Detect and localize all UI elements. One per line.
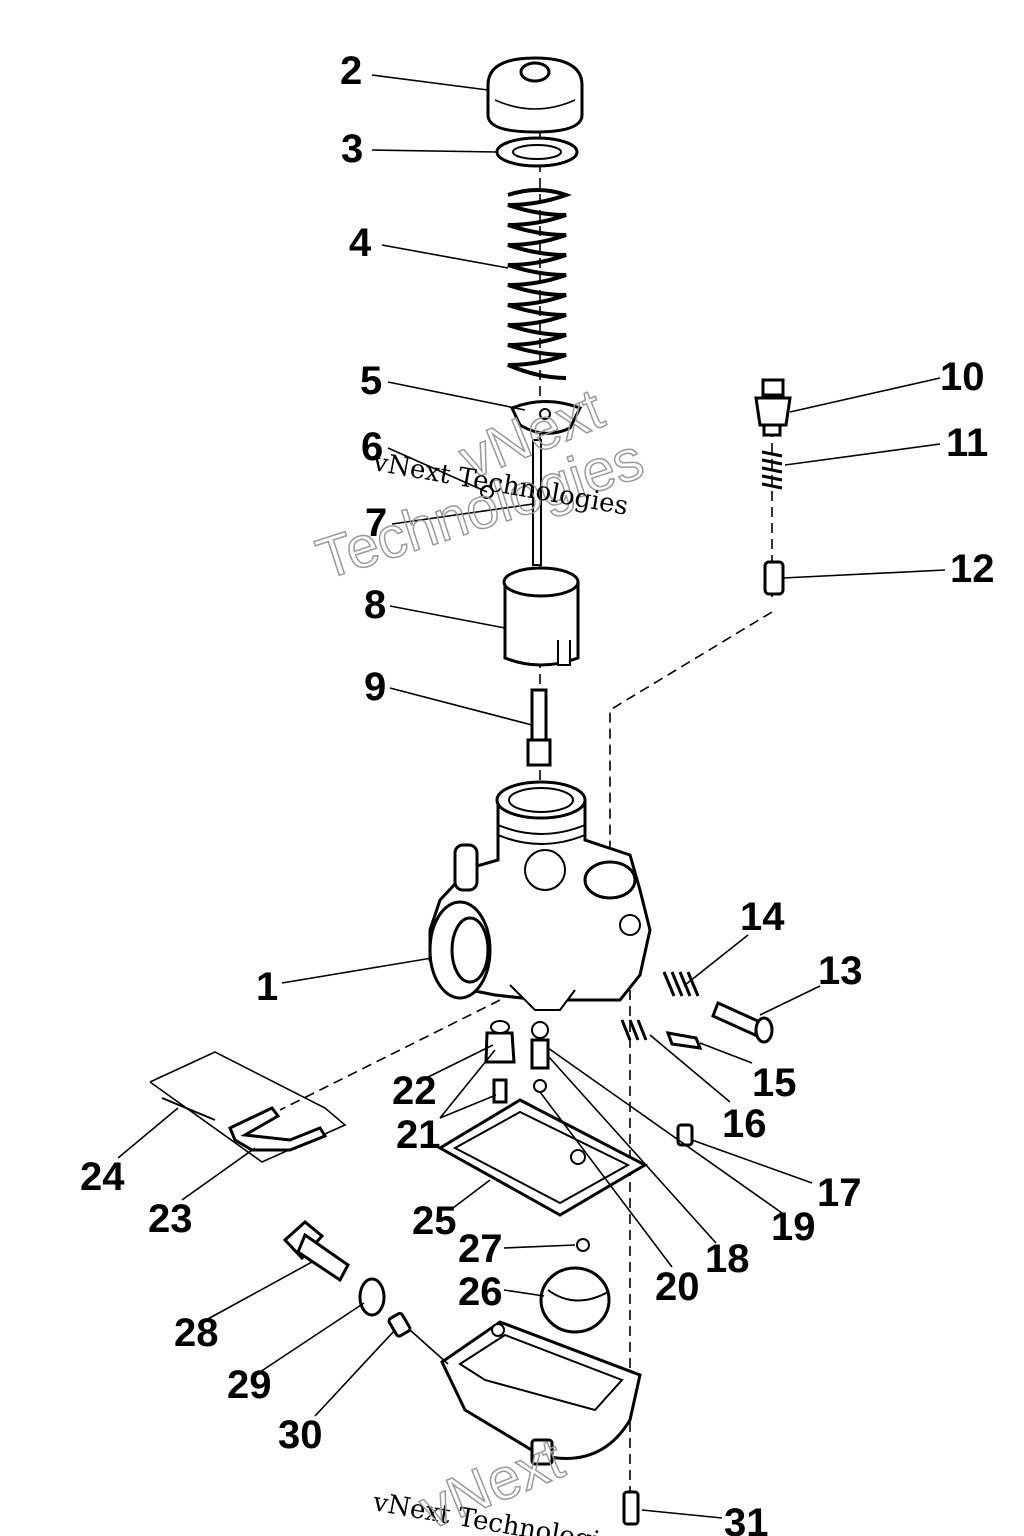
callout-22: 22 [392,1069,437,1113]
callout-7: 7 [365,501,387,545]
plunger-spring [761,450,783,490]
callout-27: 27 [458,1227,503,1271]
pilot-air-spring [620,1019,648,1041]
float-arm-assembly [149,1051,347,1163]
callout-3: 3 [341,127,363,171]
throttle-slide [502,566,580,667]
bolt-washer [358,1277,386,1317]
callout-26: 26 [458,1270,503,1314]
callout-8: 8 [364,583,386,627]
callout-25: 25 [412,1199,457,1243]
carburetor-body [428,780,652,1011]
callout-9: 9 [364,665,386,709]
bowl-drain-plug [622,1490,640,1526]
callout-21: 21 [396,1113,441,1157]
callout-14: 14 [740,895,785,939]
callout-20: 20 [655,1265,700,1309]
callout-29: 29 [227,1363,272,1407]
callout-2: 2 [340,49,362,93]
callout-4: 4 [349,221,372,265]
jet-needle [532,439,542,566]
callout-6: 6 [361,425,383,469]
float [539,1266,611,1334]
callout-11: 11 [946,421,988,465]
callout-31: 31 [724,1501,769,1536]
callout-23: 23 [148,1197,193,1241]
callout-30: 30 [278,1413,323,1457]
callout-16: 16 [722,1102,767,1146]
throttle-screw-spring [662,971,700,997]
slide-spring [507,188,572,380]
callout-13: 13 [818,949,863,993]
callout-18: 18 [705,1237,750,1281]
float-bowl-gasket [437,1098,649,1217]
top-cap [486,56,584,134]
main-jet-parts [484,1020,550,1104]
float-bowl [440,1320,642,1466]
callout-15: 15 [752,1061,797,1105]
needle-jet [526,688,552,767]
leader-lines [117,74,946,1519]
callout-24: 24 [80,1155,125,1199]
float-needle [576,1238,590,1252]
callout-10: 10 [940,355,985,399]
callout-12: 12 [950,547,995,591]
callout-1: 1 [256,965,278,1009]
drain-bolt [282,1220,350,1283]
callout-19: 19 [771,1205,816,1249]
throttle-stop-screw [711,1000,774,1044]
starter-plunger [754,378,792,437]
callout-numbers: 1 2 3 4 5 6 7 8 9 10 11 12 13 14 15 16 1… [80,49,995,1536]
callout-17: 17 [817,1171,862,1215]
plunger-cap [763,560,785,596]
pilot-air-screw [665,1031,703,1050]
callout-5: 5 [360,359,382,403]
callout-28: 28 [174,1311,219,1355]
watermark-top: vNext Technologies vNext Technologies [308,375,652,593]
